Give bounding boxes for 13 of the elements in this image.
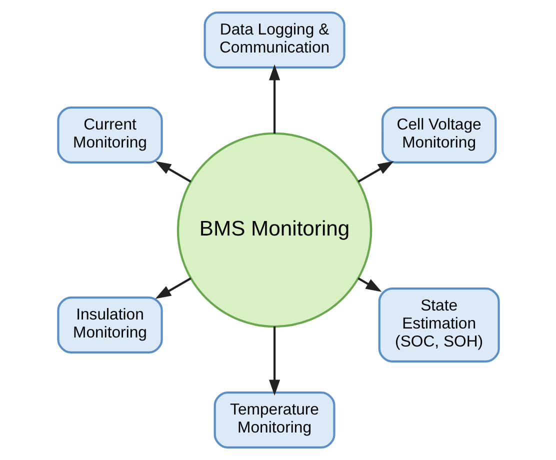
node-box: Cell Voltage Monitoring (380, 106, 496, 164)
arrow (357, 277, 382, 292)
node-box: Temperature Monitoring (213, 391, 335, 449)
node-circle: BMS Monitoring (176, 132, 372, 328)
arrow (154, 277, 191, 299)
arrow (154, 161, 191, 183)
node-box: Data Logging & Communication (203, 11, 345, 69)
node-box: Current Monitoring (56, 106, 162, 164)
node-box: Insulation Monitoring (56, 296, 162, 354)
node-box: State Estimation (SOC, SOH) (378, 287, 500, 362)
arrow (357, 161, 394, 183)
arrow (268, 64, 280, 134)
arrow (268, 326, 280, 396)
